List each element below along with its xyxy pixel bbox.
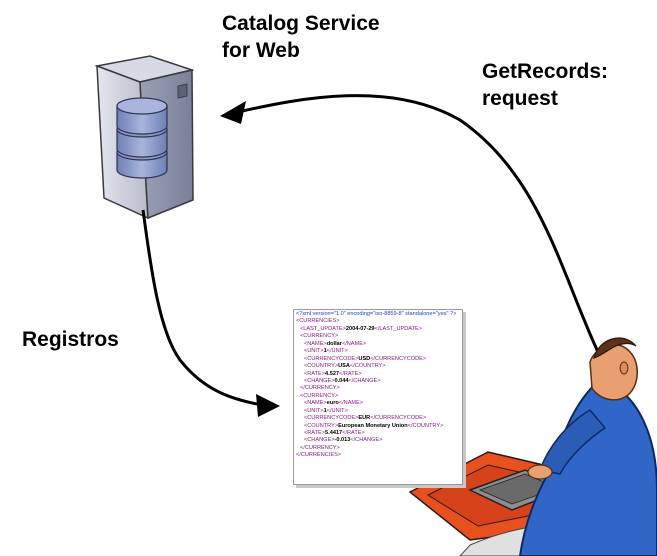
xml-value: EUR (358, 415, 371, 422)
xml-value: 1 (323, 348, 327, 355)
xml-line: <CHANGE>-0.013</CHANGE> (296, 437, 460, 444)
xml-tag: </COUNTRY> (407, 422, 444, 429)
catalog-service-label-line1: Catalog Service (222, 12, 380, 35)
xml-tag: <NAME> (304, 340, 327, 347)
xml-tag: <NAME> (304, 400, 327, 407)
user-at-computer-icon (408, 337, 657, 556)
xml-value: 1 (323, 407, 327, 414)
server-database-icon (94, 55, 195, 220)
xml-tag: <CHANGE> (304, 437, 335, 444)
xml-value: dollar (326, 340, 342, 347)
xml-value: USA (338, 363, 350, 370)
xml-tag: <CURRENCYCODE> (304, 355, 359, 362)
xml-tag: <RATE> (304, 430, 326, 436)
xml-tag: </LAST_UPDATE> (374, 325, 423, 332)
xml-tag: <LAST_UPDATE> (300, 325, 346, 332)
xml-value: 5.4417 (325, 430, 343, 436)
xml-tag: </UNIT> (326, 348, 348, 355)
xml-tag: <CHANGE> (304, 377, 335, 384)
getrecords-label-line2: request (482, 87, 558, 110)
xml-value: 0.044 (334, 377, 349, 384)
xml-declaration: <?xml version="1.0" encoding="iso-8859-8… (296, 311, 457, 317)
xml-line: <RATE>4.527</RATE> (296, 371, 460, 378)
xml-tag: </CURRENCY> (300, 385, 340, 392)
xml-line: <CURRENCYCODE>USD</CURRENCYCODE> (296, 356, 460, 363)
xml-line: <?xml version="1.0" encoding="iso-8859-8… (296, 311, 460, 318)
xml-tag: </NAME> (341, 340, 367, 347)
registros-label-text: Registros (22, 328, 119, 351)
xml-tag: </UNIT> (326, 407, 348, 414)
xml-tag: <CURRENCYCODE> (304, 415, 359, 422)
registros-response-arrow (141, 209, 280, 417)
xml-value: euro (326, 400, 339, 407)
xml-tag: </CURRENCYCODE> (370, 415, 427, 422)
xml-line: <CURRENCYCODE>EUR</CURRENCYCODE> (296, 415, 460, 422)
database-stack-icon (116, 97, 168, 179)
xml-line: <UNIT>1</UNIT> (296, 408, 460, 415)
xml-tag: <COUNTRY> (304, 422, 339, 429)
xml-document-icon: <?xml version="1.0" encoding="iso-8859-8… (293, 309, 463, 485)
xml-tag: <CURRENCY> (300, 333, 339, 340)
xml-value: -0.013 (334, 437, 351, 444)
xml-tag: </CURRENCY> (300, 444, 340, 451)
xml-line: <UNIT>1</UNIT> (296, 348, 460, 355)
xml-tag: <COUNTRY> (304, 363, 339, 370)
catalog-service-label: Catalog Service for Web (222, 10, 380, 64)
registros-label: Registros (22, 326, 119, 353)
xml-line: <CURRENCIES> (296, 318, 460, 325)
xml-tag: <UNIT> (304, 348, 324, 355)
xml-line: <COUNTRY>USA</COUNTRY> (296, 363, 460, 370)
xml-tag: </CURRENCIES> (296, 452, 342, 459)
xml-value: 2004-07-29 (345, 325, 375, 332)
xml-line: <NAME>dollar</NAME> (296, 341, 460, 348)
xml-line: </CURRENCIES> (296, 452, 460, 459)
xml-tag: </RATE> (342, 430, 365, 436)
xml-line: <CURRENCY> (296, 333, 460, 340)
xml-tag: </CHANGE> (348, 377, 381, 384)
xml-tag: </RATE> (339, 370, 362, 377)
xml-value: USD (358, 355, 371, 362)
xml-line: <RATE>5.4417</RATE> (296, 430, 460, 437)
xml-tag: <UNIT> (304, 407, 324, 414)
xml-line: </CURRENCY> (296, 445, 460, 452)
xml-line: <CHANGE>0.044</CHANGE> (296, 378, 460, 385)
xml-line: <COUNTRY>European Monetary Union</COUNTR… (296, 423, 460, 430)
xml-tag: </COUNTRY> (349, 363, 386, 370)
xml-value: European Monetary Union (338, 422, 408, 429)
xml-line: </CURRENCY> (296, 385, 460, 392)
xml-line: <LAST_UPDATE>2004-07-29</LAST_UPDATE> (296, 326, 460, 333)
xml-line: <CURRENCY> (296, 393, 460, 400)
xml-line: <NAME>euro</NAME> (296, 400, 460, 407)
xml-value: 4.527 (325, 370, 340, 377)
getrecords-label: GetRecords: request (482, 58, 608, 112)
xml-tag: <RATE> (304, 370, 326, 377)
catalog-service-label-line2: for Web (222, 39, 300, 62)
xml-tag: <CURRENCIES> (296, 318, 340, 325)
xml-tag: </CHANGE> (350, 437, 383, 444)
xml-tag: </CURRENCYCODE> (370, 355, 427, 362)
getrecords-label-line1: GetRecords: (482, 60, 609, 83)
xml-tag: <CURRENCY> (300, 392, 339, 399)
getrecords-request-arrow (220, 94, 600, 353)
xml-tag: </NAME> (338, 400, 364, 407)
